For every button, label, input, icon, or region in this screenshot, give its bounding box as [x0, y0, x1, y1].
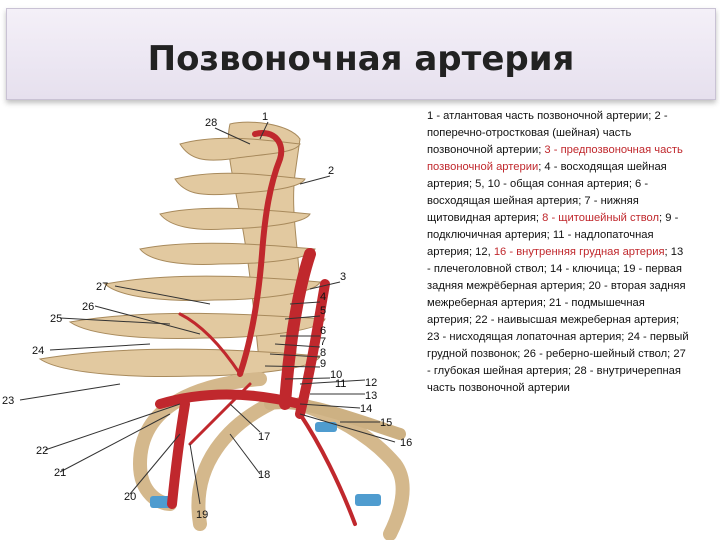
label-20: 20: [124, 491, 136, 503]
label-13: 13: [365, 390, 377, 402]
label-14: 14: [360, 403, 372, 415]
anatomy-illustration: 28 1 2 3 4 5 6 7 8 9 10 11 12 13 14 15 1…: [2, 111, 412, 540]
label-17: 17: [258, 431, 270, 443]
label-3: 3: [340, 271, 346, 283]
leader-lines: [19, 121, 396, 505]
label-15: 15: [380, 417, 392, 429]
caption-highlight-16: 16 - внутренняя грудная артерия: [493, 246, 665, 258]
label-23: 23: [2, 395, 14, 407]
caption-text-4: ; 13 - плечеголовной ствол; 14 - ключица…: [427, 246, 689, 394]
caption: 1 - атлантовая часть позвоночной артерии…: [427, 108, 689, 397]
label-1: 1: [262, 111, 268, 123]
label-22: 22: [36, 445, 48, 457]
figure-labels: 28 1 2 3 4 5 6 7 8 9 10 11 12 13 14 15 1…: [2, 111, 412, 521]
label-16: 16: [400, 437, 412, 449]
label-5: 5: [320, 305, 326, 317]
label-6: 6: [320, 325, 326, 337]
label-9: 9: [320, 358, 326, 370]
caption-text-2: ; 4 - восходящая шейная артерия; 5, 10 -…: [427, 161, 667, 224]
caption-highlight-3: 3 - предпозвоночная часть позвоночной ар…: [427, 144, 683, 173]
label-19: 19: [196, 509, 208, 521]
label-27: 27: [96, 281, 108, 293]
label-2: 2: [328, 165, 334, 177]
label-18: 18: [258, 469, 270, 481]
label-26: 26: [82, 301, 94, 313]
label-11: 11: [335, 378, 346, 390]
title-bar: Позвоночная артерия: [6, 8, 716, 100]
label-25: 25: [50, 313, 62, 325]
rib-cartilage: [150, 422, 381, 508]
label-4: 4: [320, 291, 326, 303]
caption-highlight-8: 8 - щитошейный ствол: [542, 212, 660, 224]
label-10: 10: [330, 369, 342, 381]
label-28: 28: [205, 117, 217, 129]
label-7: 7: [320, 336, 326, 348]
page-title: Позвоночная артерия: [147, 39, 575, 79]
caption-text-3: ; 9 - подключичная артерия; 11 - надлопа…: [427, 212, 679, 258]
caption-text-1: 1 - атлантовая часть позвоночной артерии…: [427, 110, 668, 156]
label-12: 12: [365, 377, 377, 389]
arteries: [155, 130, 357, 526]
label-8: 8: [320, 347, 326, 359]
label-24: 24: [32, 345, 44, 357]
label-21: 21: [54, 467, 66, 479]
